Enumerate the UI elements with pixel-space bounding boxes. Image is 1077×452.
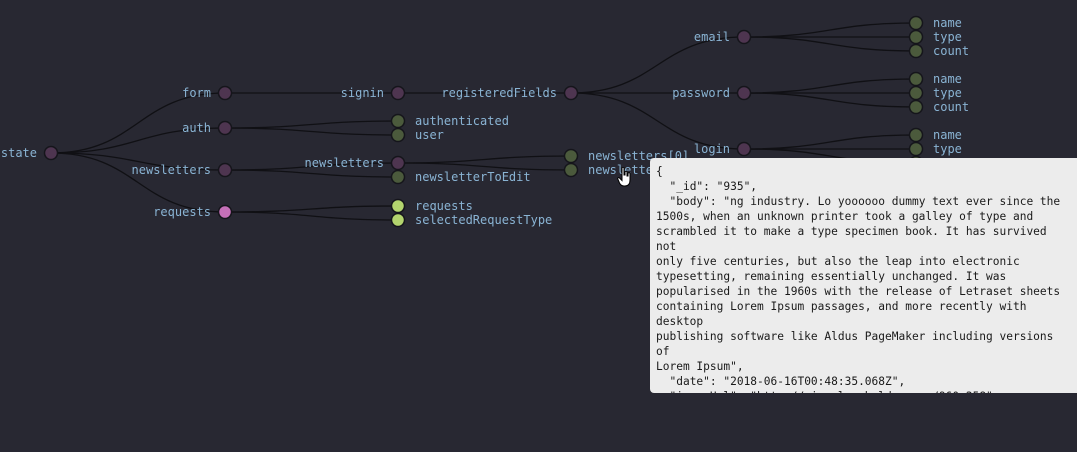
tree-node-circle[interactable] (390, 212, 406, 228)
tree-node-circle[interactable] (390, 155, 406, 171)
tree-link (224, 205, 399, 213)
tree-node-l_name[interactable]: name (908, 127, 962, 143)
tree-node-label: type (933, 86, 962, 100)
tree-node-label: authenticated (415, 114, 509, 128)
tree-node-auth[interactable]: auth (182, 120, 233, 136)
tree-link (743, 92, 917, 108)
tree-node-circle[interactable] (908, 71, 924, 87)
tree-node-label: requests (415, 199, 473, 213)
tree-node-circle[interactable] (736, 85, 752, 101)
tree-node-label: user (415, 128, 444, 142)
tree-node-label: email (694, 30, 730, 44)
tree-node-authenticated[interactable]: authenticated (390, 113, 509, 129)
tree-node-label: signin (341, 86, 384, 100)
tree-link (743, 22, 917, 38)
tree-node-label: newsletters (132, 163, 211, 177)
tree-node-registeredFields[interactable]: registeredFields (441, 85, 579, 101)
tree-node-newsletterToEdit[interactable]: newsletterToEdit (390, 169, 531, 185)
tree-node-p_count[interactable]: count (908, 99, 970, 115)
tree-link (224, 120, 399, 129)
tree-node-selectedRequestType[interactable]: selectedRequestType (390, 212, 553, 228)
tree-node-label: auth (182, 121, 211, 135)
tree-node-form[interactable]: form (182, 85, 233, 101)
tree-link (50, 152, 226, 213)
tree-node-label: name (933, 128, 962, 142)
tree-node-label: count (933, 44, 969, 58)
tree-node-p_name[interactable]: name (908, 71, 962, 87)
tree-node-newsletters[interactable]: newsletters (132, 162, 233, 178)
tree-node-label: count (933, 100, 969, 114)
tree-node-circle[interactable] (217, 120, 233, 136)
tree-node-label: requests (153, 205, 211, 219)
tree-link (570, 92, 745, 150)
tree-node-newsletters2[interactable]: newsletters (305, 155, 406, 171)
tree-node-circle[interactable] (908, 99, 924, 115)
tree-link (224, 169, 399, 178)
tree-link (397, 162, 572, 171)
tree-link (224, 127, 399, 136)
tree-node-email[interactable]: email (694, 29, 752, 45)
tree-node-password[interactable]: password (672, 85, 752, 101)
tree-node-circle[interactable] (390, 127, 406, 143)
tree-node-state[interactable]: state (1, 145, 59, 161)
tree-link (397, 155, 572, 164)
tree-node-label: selectedRequestType (415, 213, 552, 227)
tree-node-label: type (933, 142, 962, 156)
tree-node-e_count[interactable]: count (908, 43, 970, 59)
tree-link (50, 152, 226, 171)
tree-node-requests[interactable]: requests (153, 204, 233, 220)
tree-node-signin[interactable]: signin (341, 85, 406, 101)
tree-node-e_type[interactable]: type (908, 29, 962, 45)
tree-link (50, 127, 226, 154)
tree-node-circle[interactable] (217, 162, 233, 178)
tree-node-label: newsletters (305, 156, 384, 170)
tree-node-l_type[interactable]: type (908, 141, 962, 157)
tree-node-label: newsletterToEdit (415, 170, 531, 184)
tree-node-circle[interactable] (908, 85, 924, 101)
tree-node-circle[interactable] (908, 15, 924, 31)
tree-link (743, 36, 917, 52)
tree-link (224, 211, 399, 221)
tree-node-circle[interactable] (390, 198, 406, 214)
tree-node-circle[interactable] (736, 141, 752, 157)
tree-node-label: login (694, 142, 730, 156)
tree-node-label: type (933, 30, 962, 44)
tree-node-circle[interactable] (563, 162, 579, 178)
tree-node-label: password (672, 86, 730, 100)
tree-node-requests2[interactable]: requests (390, 198, 473, 214)
tree-node-label: state (1, 146, 37, 160)
node-value-tooltip: { "_id": "935", "body": "ng industry. Lo… (650, 158, 1077, 393)
tree-node-circle[interactable] (390, 85, 406, 101)
tree-node-circle[interactable] (390, 169, 406, 185)
tree-node-circle[interactable] (43, 145, 59, 161)
tree-node-circle[interactable] (563, 148, 579, 164)
tree-node-label: form (182, 86, 211, 100)
tree-node-label: registeredFields (441, 86, 557, 100)
tree-link (743, 78, 917, 94)
tree-node-p_type[interactable]: type (908, 85, 962, 101)
tree-node-circle[interactable] (908, 29, 924, 45)
tree-node-login[interactable]: login (694, 141, 752, 157)
tree-link (50, 92, 226, 154)
tree-link (743, 134, 917, 150)
tree-node-circle[interactable] (217, 85, 233, 101)
tree-link (570, 36, 745, 94)
tree-node-circle[interactable] (217, 204, 233, 220)
tree-node-label: name (933, 72, 962, 86)
tree-node-circle[interactable] (908, 43, 924, 59)
hand-pointer-icon (617, 167, 631, 187)
tree-node-user[interactable]: user (390, 127, 444, 143)
tree-node-circle[interactable] (563, 85, 579, 101)
tree-node-circle[interactable] (908, 141, 924, 157)
tree-node-circle[interactable] (390, 113, 406, 129)
tree-node-e_name[interactable]: name (908, 15, 962, 31)
tree-node-circle[interactable] (908, 127, 924, 143)
tree-node-label: name (933, 16, 962, 30)
tree-node-circle[interactable] (736, 29, 752, 45)
tree-links (50, 22, 917, 221)
